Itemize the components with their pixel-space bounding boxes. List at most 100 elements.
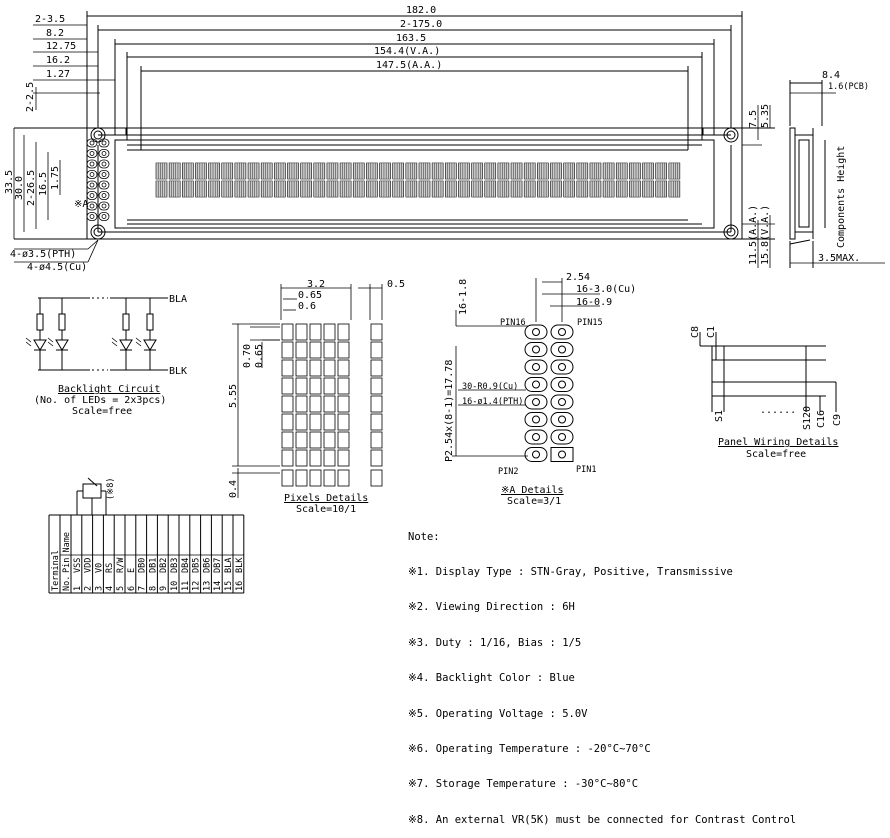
pixel-dot (281, 431, 294, 449)
connector-pad (98, 149, 110, 158)
dim-8-2: 8.2 (46, 28, 64, 39)
character-cell (300, 162, 312, 180)
dim-30-0: 30.0 (14, 176, 25, 200)
dim-1-27: 1.27 (46, 69, 70, 80)
pixel-dot (295, 431, 308, 449)
character-cell (405, 162, 418, 180)
character-cell (234, 180, 247, 198)
pixel-dot (309, 377, 322, 395)
pin-number: 5 (116, 586, 126, 591)
pixel-dot (323, 359, 336, 377)
pixels-title: Pixels Details (284, 493, 368, 504)
pin-name: R/W (116, 557, 126, 573)
a-dim-r0-9: 30-R0.9(Cu) (462, 382, 518, 392)
pixel-dot (370, 469, 383, 487)
pin-number: 3 (94, 586, 104, 591)
pixel-dot (309, 449, 322, 467)
character-cell (550, 162, 562, 180)
dim-holes-pth: 4-ø3.5(PTH) (10, 249, 76, 260)
pixel-dot (337, 431, 350, 449)
vr-note-mark: (※8) (106, 478, 116, 500)
backlight-title: Backlight Circuit (58, 384, 160, 395)
connector-pad (86, 159, 98, 169)
connector-pad (86, 191, 98, 200)
s1-label: S1 (714, 410, 725, 422)
character-cell (221, 180, 234, 198)
character-cell (537, 180, 549, 198)
dim-15-8-va: 15.8(V.A.) (760, 205, 771, 265)
character-cell (550, 180, 562, 198)
pin-number: 2 (84, 586, 94, 591)
connector-pad (98, 201, 110, 211)
pixel-dot (281, 341, 294, 359)
pin-number: 14 (213, 581, 223, 591)
notes-block: Note: ※1. Display Type : STN-Gray, Posit… (408, 508, 796, 838)
pixel-dot (295, 323, 308, 341)
led-branch (111, 298, 133, 370)
pixel-dot (370, 341, 383, 359)
connector-pad (98, 170, 110, 179)
character-cell (352, 180, 365, 198)
pixel-dot (337, 341, 350, 359)
character-cell (484, 180, 497, 198)
character-cell (471, 162, 483, 180)
note-2: ※2. Viewing Direction : 6H (408, 601, 575, 614)
character-cell (195, 162, 207, 180)
pixel-dot (370, 395, 383, 413)
dim-163-5: 163.5 (396, 33, 426, 44)
a-detail-pad (550, 377, 574, 392)
mount-holes (90, 127, 739, 240)
dim-2x26-5: 2-26.5 (26, 170, 37, 206)
pixel-dot (337, 469, 350, 487)
pixel-dot (309, 413, 322, 431)
character-cell (260, 180, 273, 198)
character-cell (602, 162, 615, 180)
pin-name: DB5 (192, 558, 202, 573)
note-5: ※5. Operating Voltage : 5.0V (408, 707, 588, 720)
connector-pad (86, 201, 98, 211)
dim-33-5: 33.5 (4, 170, 15, 194)
pin-number: 9 (159, 586, 169, 591)
marker-a: ※A (74, 199, 88, 210)
pin-number: 10 (170, 581, 180, 591)
a-detail-pad (550, 447, 574, 462)
pixel-dot (323, 377, 336, 395)
character-cell (352, 162, 365, 180)
led-branch (25, 298, 47, 370)
pixel-dot (337, 395, 350, 413)
connector-pad (86, 180, 98, 190)
character-cell (247, 180, 260, 198)
backlight-circuit (25, 297, 168, 371)
a-dim-3-0-cu: 16-3.0(Cu) (576, 284, 636, 295)
pin-name: DB0 (138, 558, 148, 573)
connector-pads-column (86, 138, 110, 221)
pin-name: DB6 (202, 558, 212, 573)
character-cell (313, 162, 326, 180)
pin-name: DB2 (159, 558, 169, 573)
character-cell (366, 180, 378, 198)
pixel-dot (281, 359, 294, 377)
character-cell (431, 180, 444, 198)
connector-pad (98, 138, 110, 148)
connector-pad (86, 138, 98, 148)
character-cell (497, 162, 510, 180)
pixel-dot (281, 449, 294, 467)
character-cell (629, 180, 641, 198)
character-cell (247, 162, 260, 180)
pixel-dot (337, 323, 350, 341)
pixel-dot (295, 469, 308, 487)
dim-2x3-5: 2-3.5 (35, 14, 65, 25)
character-cell (458, 180, 470, 198)
a-dim-0-9: 16-0.9 (576, 297, 612, 308)
connector-pad (86, 149, 98, 158)
pixel-dim-0-65: 0.65 (298, 290, 322, 301)
character-cell (392, 180, 405, 198)
connector-pad (86, 212, 98, 221)
character-cell (326, 180, 339, 198)
character-cell (484, 162, 497, 180)
pixel-dot (309, 431, 322, 449)
character-cell (168, 162, 181, 180)
character-cell (405, 180, 418, 198)
character-cell (576, 180, 589, 198)
character-cell (182, 162, 194, 180)
